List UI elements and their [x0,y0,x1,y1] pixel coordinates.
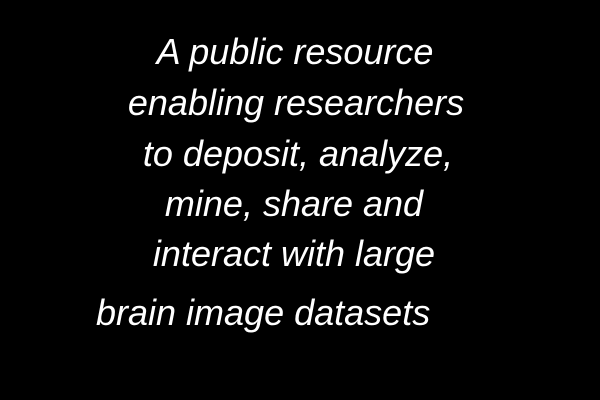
text-line-5: interact with large [152,233,436,274]
text-line-4: mine, share and [164,183,424,224]
text-line-3: to deposit, analyze, [142,133,454,174]
text-line-6: brain image datasets [96,292,431,333]
text-line-1: A public resource [156,31,434,72]
text-line-2: enabling researchers [127,82,465,123]
